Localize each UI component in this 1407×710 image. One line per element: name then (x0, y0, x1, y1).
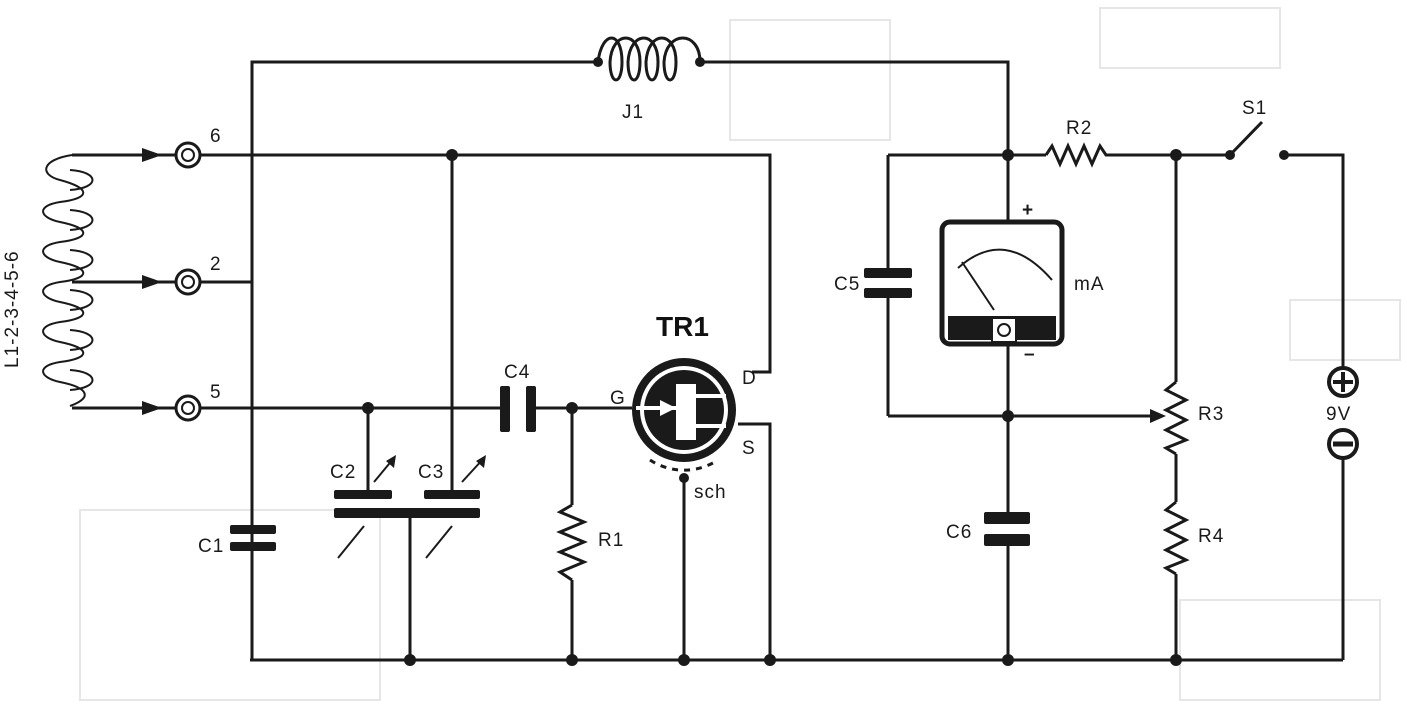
choke-label: J1 (622, 102, 644, 123)
resistor-r2 (1044, 142, 1112, 168)
scan-background (79, 7, 1401, 701)
transistor-tr1 (632, 358, 736, 472)
resistor-r1 (556, 503, 588, 582)
meter-unit-label: mA (1074, 274, 1105, 295)
wiring (200, 60, 1345, 662)
capacitor-c6 (984, 512, 1030, 546)
variable-capacitor-c3 (424, 455, 486, 559)
c3-label: C3 (418, 462, 444, 483)
battery-label: 9V (1326, 404, 1351, 425)
shield-label: sch (694, 482, 727, 503)
variable-capacitor-c2 (334, 455, 480, 559)
tap-2-label: 2 (210, 254, 222, 275)
c6-label: C6 (946, 522, 972, 543)
capacitor-c1 (230, 525, 276, 551)
r4-label: R4 (1198, 526, 1224, 547)
choke-j1 (596, 36, 702, 82)
capacitor-c5 (864, 268, 912, 298)
source-label: S (742, 438, 756, 459)
capacitor-c4 (500, 386, 536, 432)
drain-label: D (742, 368, 757, 389)
c5-label: C5 (834, 274, 860, 295)
c1-label: C1 (198, 536, 224, 557)
potentiometer-r3 (1150, 380, 1190, 456)
milliammeter (939, 219, 1065, 347)
junctions (362, 57, 1182, 666)
terminal-2 (174, 268, 202, 296)
gate-label: G (610, 388, 626, 409)
meter-minus-label: – (1024, 344, 1036, 365)
r2-label: R2 (1066, 118, 1092, 139)
tap-6-label: 6 (210, 126, 222, 147)
terminal-6 (174, 141, 202, 169)
terminal-5 (174, 394, 202, 422)
r3-label: R3 (1198, 404, 1224, 425)
switch-label: S1 (1242, 98, 1267, 119)
coil-label: L1-2-3-4-5-6 (2, 250, 23, 368)
coil-l (42, 154, 94, 407)
transistor-label: TR1 (656, 311, 709, 342)
resistor-r4 (1162, 500, 1190, 576)
r1-label: R1 (598, 530, 624, 551)
tap-leads (72, 148, 176, 415)
c2-label: C2 (330, 462, 356, 483)
tap-5-label: 5 (210, 382, 222, 403)
switch-s1 (1225, 120, 1289, 160)
battery-9v (1327, 366, 1359, 460)
c4-label: C4 (504, 362, 530, 383)
meter-plus-label: + (1022, 200, 1034, 221)
